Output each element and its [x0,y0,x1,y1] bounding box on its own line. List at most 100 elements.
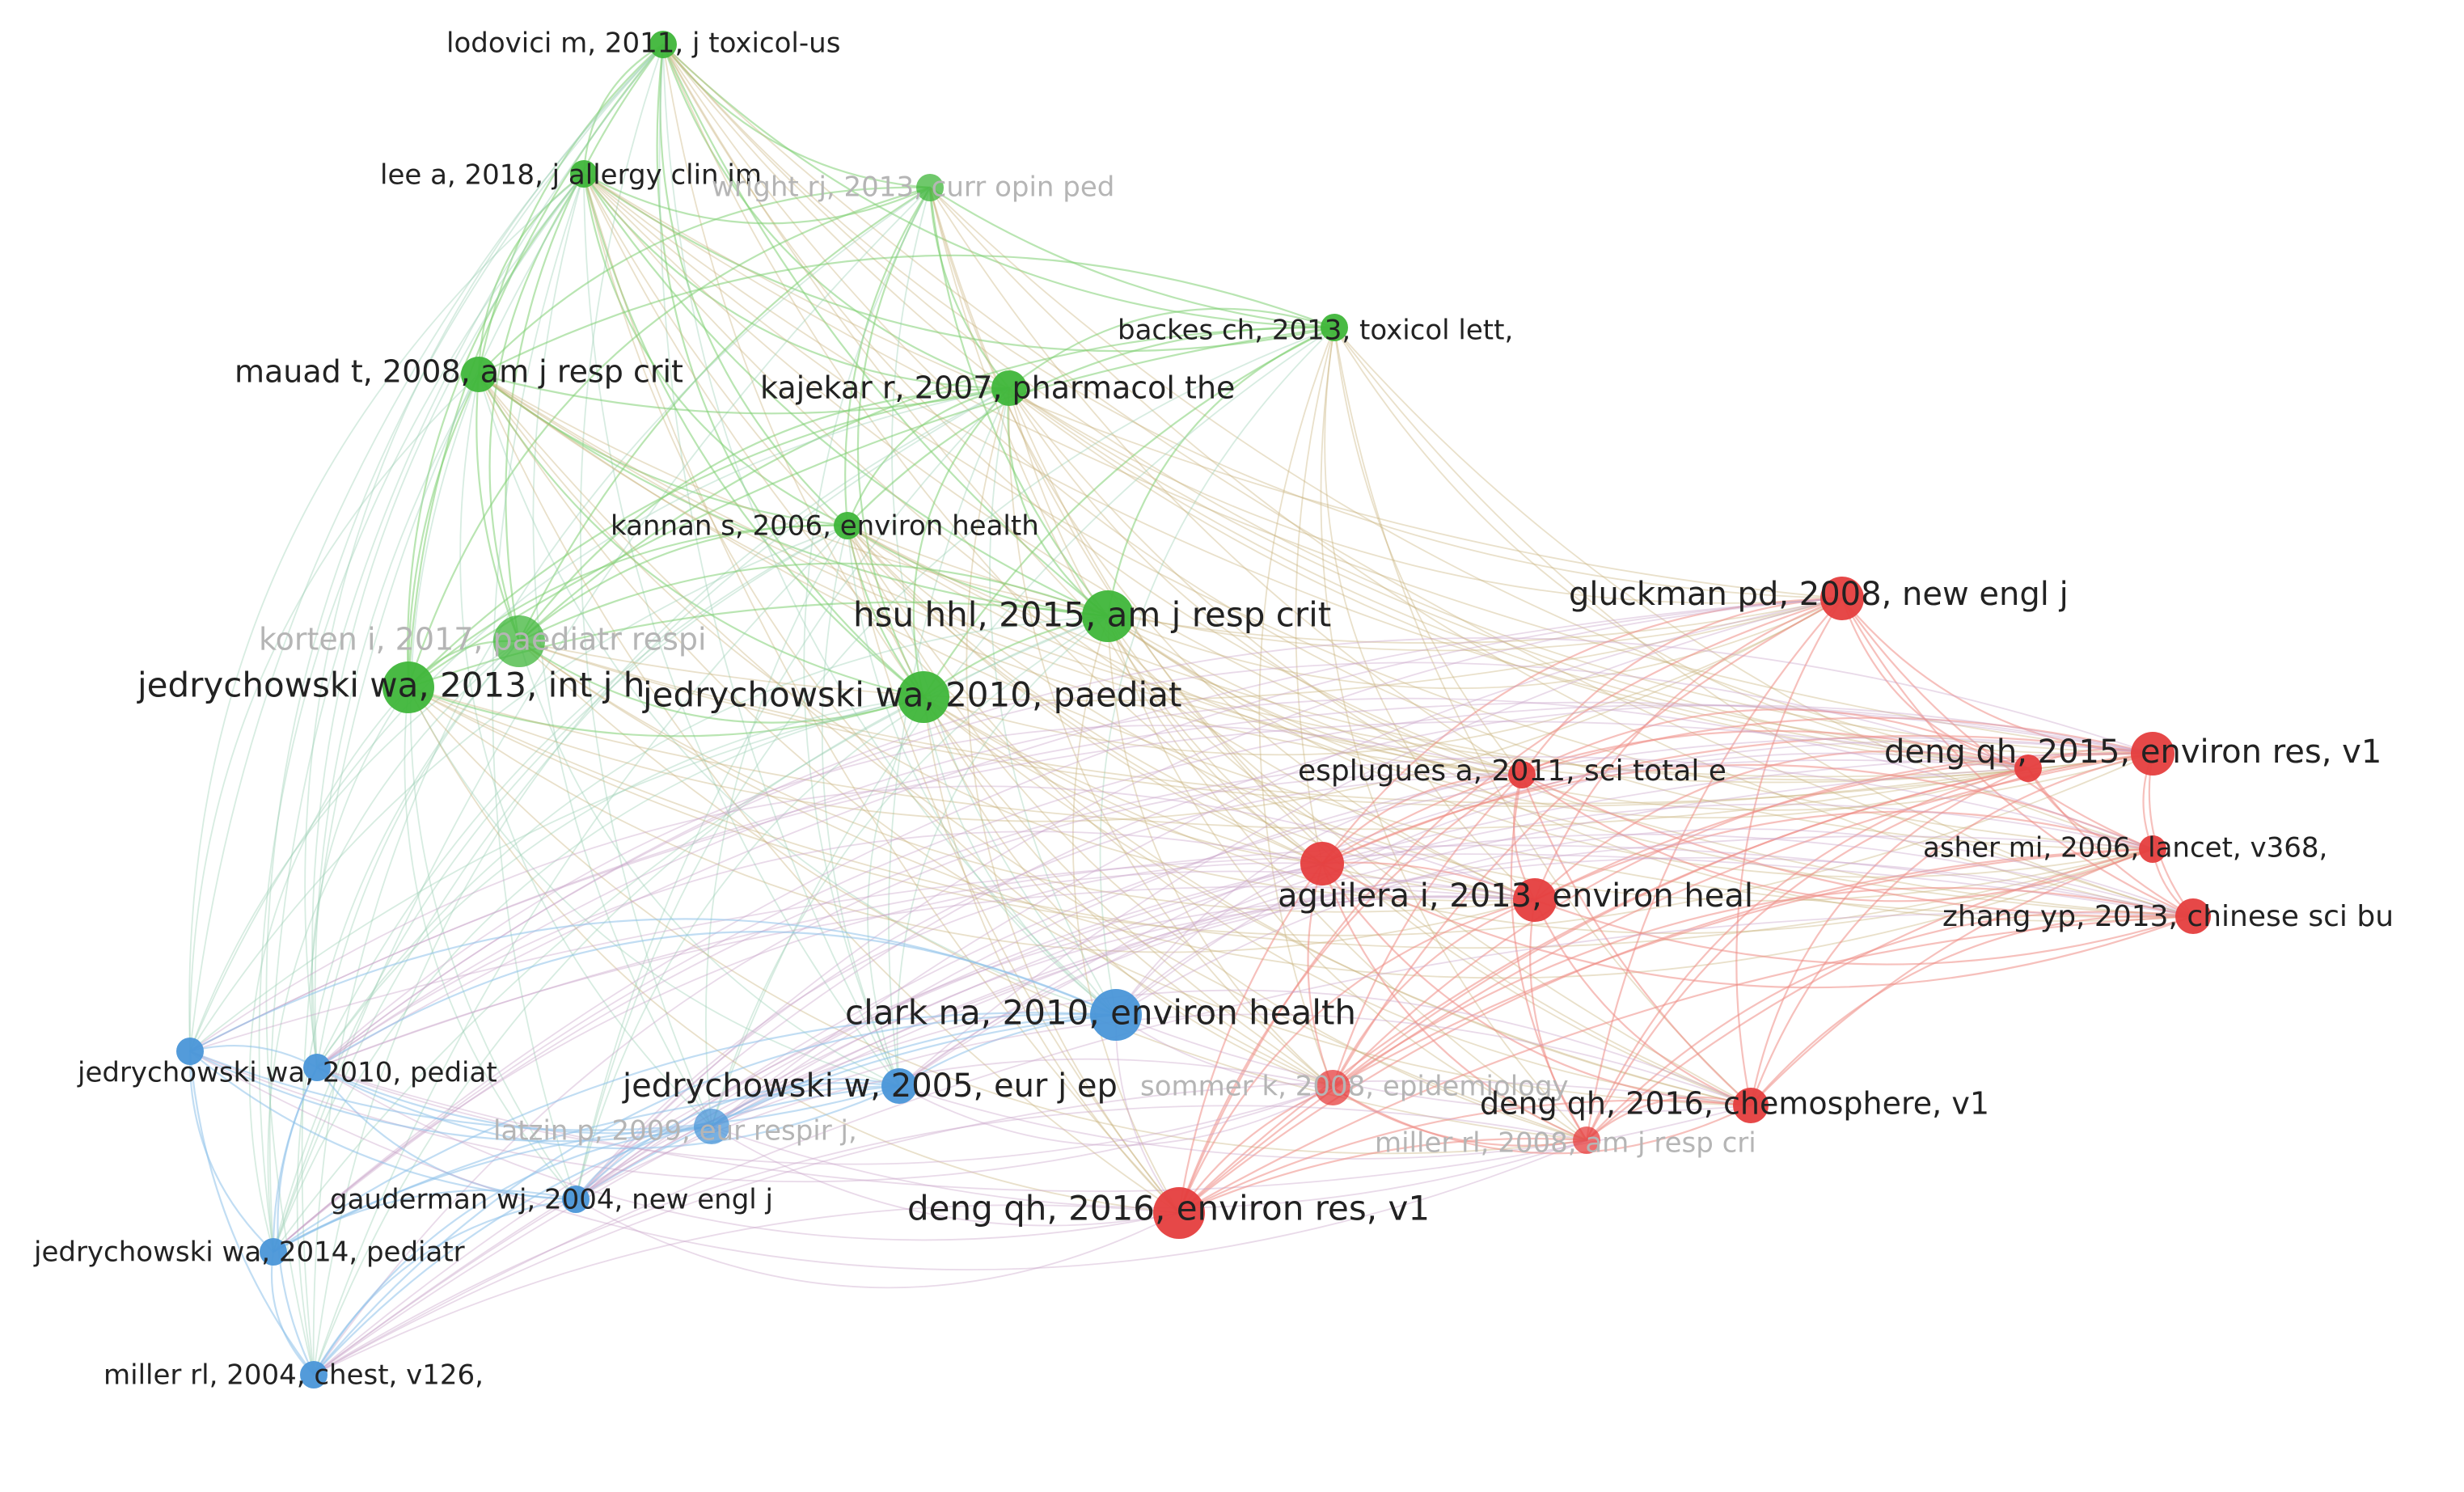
network-node-jedry2010p[interactable] [898,671,949,723]
citation-link [575,759,2029,1200]
citation-link [316,637,2153,1068]
network-node-deng2015b[interactable] [2014,754,2042,782]
citation-link [316,697,2153,1068]
network-node-lodovici[interactable] [649,31,677,58]
network-node-kannan[interactable] [834,512,861,539]
citation-link [1008,387,2194,922]
citation-link [929,187,1523,776]
citation-link [844,186,932,527]
citation-link [574,1081,901,1201]
citation-link [316,525,848,1068]
network-node-jedry2010ped[interactable] [303,1054,331,1081]
network-node-kajekar[interactable] [991,370,1027,406]
citation-link [301,173,585,1376]
citation-link [189,721,2029,1052]
citation-link [1107,615,1536,901]
network-node-sommer[interactable] [1315,1070,1350,1105]
citation-link [1177,773,1524,1215]
citation-link [311,173,585,1068]
citation-link [662,44,1323,864]
nodes-layer [176,31,2211,1388]
citation-link [1115,774,1523,1016]
network-node-deng2016c[interactable] [1733,1088,1769,1123]
citation-link [575,387,1010,1200]
citation-link [315,1066,713,1135]
node-label-esplugues: esplugues a, 2011, sci total e [1298,754,1726,788]
network-node-esplugues[interactable] [1508,761,1536,788]
citation-link [313,772,1523,1376]
citation-link [518,640,2029,808]
citation-link [1008,387,1843,604]
network-node-gluckman[interactable] [1820,577,1864,620]
citation-link [272,1066,319,1253]
node-label-miller2004: miller rl, 2004, chest, v126, [104,1359,484,1392]
citation-link [273,696,924,1253]
network-node-miller2008[interactable] [1573,1126,1600,1154]
citation-link [1008,387,1333,1088]
citation-link [923,696,2153,934]
citation-link [847,525,1587,1141]
citation-link [1258,327,1335,1088]
citation-link [898,803,2153,1087]
citation-link [258,173,585,1253]
citation-link [1177,767,2030,1215]
network-node-deng2015[interactable] [2131,732,2174,776]
network-node-jedry2005[interactable] [881,1068,917,1104]
citation-link [316,615,1109,1068]
citation-link [847,525,1117,1016]
network-node-latzin[interactable] [694,1109,729,1144]
citation-link [312,1198,577,1376]
node-label-aguilera: aguilera i, 2013, environ heal [1278,877,1753,915]
network-node-jedry2013[interactable] [382,661,434,713]
citation-link [1008,387,1323,864]
citation-link [1115,1014,1180,1214]
citation-link [923,696,1180,1214]
network-node-deng2016e[interactable] [1153,1187,1205,1239]
network-node-redmid[interactable] [1300,842,1344,885]
citation-link [273,615,1109,1253]
citation-link [1333,327,1523,776]
network-node-backes[interactable] [1321,314,1348,341]
citation-link [532,173,712,1127]
node-label-asher: asher mi, 2006, lancet, v368, [1923,832,2327,864]
citation-link [711,1013,1752,1127]
network-node-aguilera[interactable] [1513,878,1557,922]
citation-link [658,44,900,1087]
citation-link [1177,752,2154,1215]
citation-link [1177,1099,1752,1215]
network-node-korten[interactable] [493,615,545,667]
network-node-mauad[interactable] [461,357,497,392]
citation-link [583,173,1752,1106]
citation-link [408,687,1536,953]
citation-link [312,187,931,1376]
network-node-bluefar[interactable] [176,1038,204,1065]
node-label-lee: lee a, 2018, j allergy clin im [380,159,762,192]
network-node-hsu[interactable] [1082,590,1134,642]
network-node-zhang[interactable] [2175,898,2211,934]
citation-link [575,774,1523,1200]
network-node-asher[interactable] [2139,835,2166,863]
network-node-gauderman[interactable] [562,1186,590,1213]
network-node-miller2004[interactable] [300,1361,328,1388]
citation-link [898,1085,1587,1160]
citation-link [408,598,1843,822]
citation-link [477,254,1336,376]
citation-link [1177,1137,1588,1215]
citation-link [928,186,1011,390]
citation-link [582,172,925,699]
citation-link [1735,597,1844,1107]
network-node-clark[interactable] [1090,989,1142,1041]
node-label-zhang: zhang yp, 2013, chinese sci bu [1942,900,2394,933]
citation-link [583,173,900,1087]
citation-link [898,740,2153,1087]
network-node-jedry2014[interactable] [260,1238,287,1266]
citation-link [1115,885,1536,1016]
edges-layer [188,43,2195,1376]
citation-link [404,687,577,1200]
citation-link [1320,327,1587,1141]
citation-link [1533,898,2195,966]
network-node-lee[interactable] [570,160,598,188]
network-node-wright[interactable] [916,174,944,201]
citation-link [661,43,1109,618]
